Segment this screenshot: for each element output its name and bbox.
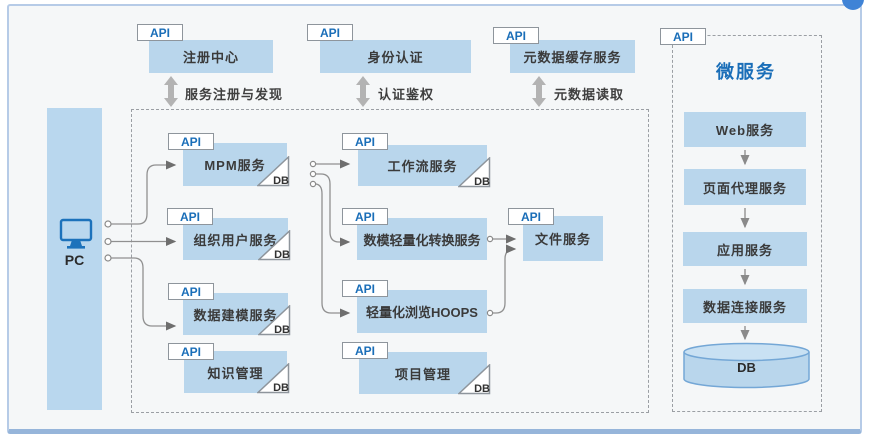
api-tag: API xyxy=(342,342,388,359)
service-label: 轻量化浏览HOOPS xyxy=(366,305,478,320)
service-box-data-connect: 数据连接服务 xyxy=(683,289,807,323)
db-label: DB xyxy=(474,383,490,395)
microservices-title: 微服务 xyxy=(716,62,776,82)
service-box-metadata-cache: 元数据缓存服务 xyxy=(510,40,635,73)
api-tag: API xyxy=(168,133,214,150)
pc-monitor-icon xyxy=(59,218,93,249)
db-label: DB xyxy=(474,176,490,188)
api-tag: API xyxy=(660,28,706,45)
api-tag: API xyxy=(342,280,388,297)
double-arrow-auth xyxy=(356,76,370,107)
db-label: DB xyxy=(274,249,290,261)
service-label: 数据连接服务 xyxy=(702,299,787,315)
service-label: 页面代理服务 xyxy=(702,180,787,196)
arrow-label-metadata: 元数据读取 xyxy=(554,87,625,102)
db-triangle: DB xyxy=(257,229,291,261)
pc-label: PC xyxy=(64,252,85,268)
service-label: 数据建模服务 xyxy=(193,307,278,323)
service-label: 文件服务 xyxy=(534,232,591,247)
db-triangle: DB xyxy=(256,362,290,394)
service-label: 数模轻量化转换服务 xyxy=(363,232,481,248)
service-box-mpm: MPM服务 xyxy=(183,143,287,186)
service-label: 组织用户服务 xyxy=(193,232,278,248)
corner-dot-decoration xyxy=(842,0,864,10)
db-triangle: DB xyxy=(457,156,491,188)
db-label: DB xyxy=(274,324,290,336)
double-arrow-metadata xyxy=(532,76,546,107)
service-label: 元数据缓存服务 xyxy=(523,50,622,65)
arrow-label-auth: 认证鉴权 xyxy=(378,87,435,102)
middle-connector-lines xyxy=(314,159,351,318)
service-box-auth: 身份认证 xyxy=(320,40,471,73)
service-label: 注册中心 xyxy=(182,50,239,65)
service-box-web: Web服务 xyxy=(684,112,806,147)
service-label: MPM服务 xyxy=(204,158,266,173)
pc-connector-dots xyxy=(104,220,112,262)
middle-connector-dots xyxy=(309,160,317,188)
db-cylinder xyxy=(683,342,810,389)
api-tag: API xyxy=(167,208,213,225)
db-triangle: DB xyxy=(257,304,291,336)
pc-connector-lines xyxy=(111,160,177,331)
api-tag: API xyxy=(342,133,388,150)
api-tag: API xyxy=(168,283,214,300)
pc-client-box xyxy=(47,108,102,410)
service-box-page-proxy: 页面代理服务 xyxy=(684,169,806,205)
service-box-registry: 注册中心 xyxy=(149,40,273,73)
service-label: Web服务 xyxy=(715,123,775,138)
db-triangle: DB xyxy=(457,363,491,395)
arrow-label-registry: 服务注册与发现 xyxy=(185,87,284,102)
service-label: 身份认证 xyxy=(367,50,424,65)
double-arrow-registry xyxy=(164,76,178,107)
service-label: 应用服务 xyxy=(716,242,773,258)
api-tag: API xyxy=(307,24,353,41)
db-triangle: DB xyxy=(256,155,290,187)
api-tag: API xyxy=(168,343,214,360)
service-box-lightweight-convert: 数模轻量化转换服务 xyxy=(357,218,487,260)
api-tag: API xyxy=(342,208,388,225)
service-box-app: 应用服务 xyxy=(683,232,807,266)
service-label: 知识管理 xyxy=(207,365,264,381)
db-label: DB xyxy=(273,175,289,187)
service-label: 工作流服务 xyxy=(387,159,458,174)
service-box-workflow: 工作流服务 xyxy=(358,145,487,186)
db-label: DB xyxy=(273,382,289,394)
api-tag: API xyxy=(493,27,539,44)
service-box-lightweight-view-hoops: 轻量化浏览HOOPS xyxy=(357,290,487,333)
microservices-dashed-container xyxy=(672,35,822,412)
api-tag: API xyxy=(137,24,183,41)
file-connector-lines xyxy=(493,234,517,314)
db-cylinder-label: DB xyxy=(737,359,756,375)
platform-dashed-container xyxy=(131,109,649,413)
api-tag: API xyxy=(508,208,554,225)
service-label: 项目管理 xyxy=(394,366,451,382)
file-connector-dots xyxy=(486,235,494,317)
